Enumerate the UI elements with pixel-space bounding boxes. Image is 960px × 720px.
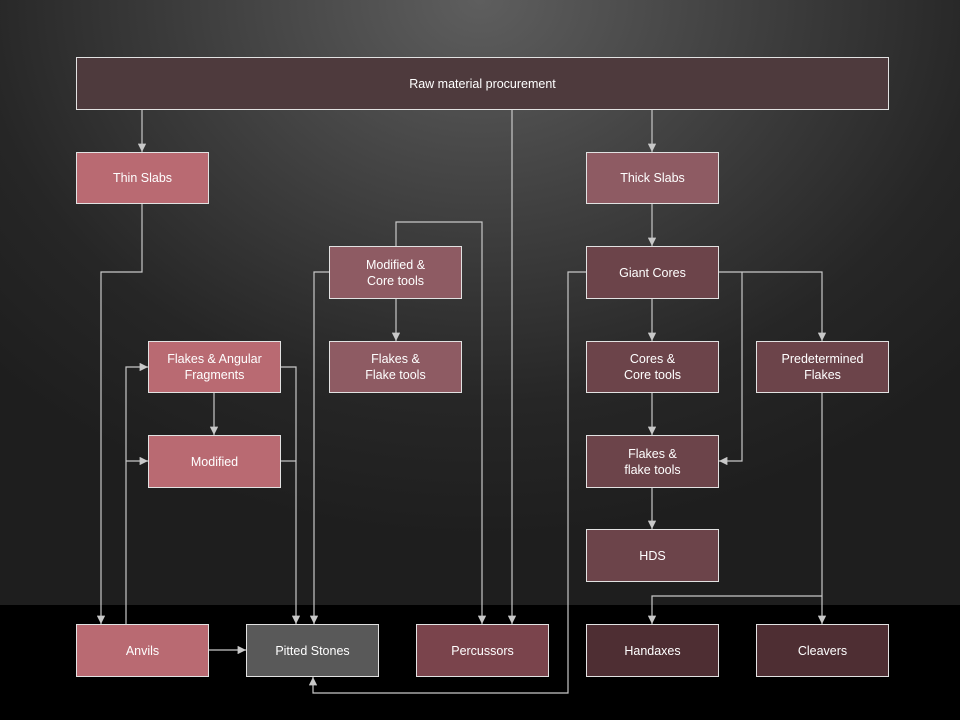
edge-modified-core-tools-pitted — [309, 271, 329, 624]
edge-modified-core-tools-percussors — [395, 221, 487, 624]
node-giant-cores: Giant Cores — [586, 246, 719, 299]
node-modified-core-tools: Modified & Core tools — [329, 246, 462, 299]
edge-giant-cores-pitted — [308, 271, 586, 694]
node-flakes-angular-fragments: Flakes & Angular Fragments — [148, 341, 281, 393]
node-pitted-stones: Pitted Stones — [246, 624, 379, 677]
edge-thin-slabs-anvils — [96, 204, 143, 624]
node-raw-material-procurement: Raw material procurement — [76, 57, 889, 110]
node-hds: HDS — [586, 529, 719, 582]
edge-anvils-flakes-angular — [125, 362, 148, 624]
node-modified: Modified — [148, 435, 281, 488]
edge-predetermined-handaxes — [647, 595, 822, 624]
node-flakes-flake-tools-left: Flakes & Flake tools — [329, 341, 462, 393]
node-percussors: Percussors — [416, 624, 549, 677]
node-thin-slabs: Thin Slabs — [76, 152, 209, 204]
edge-giant-cores-flake-tools — [719, 272, 743, 466]
node-handaxes: Handaxes — [586, 624, 719, 677]
node-predetermined-flakes: Predetermined Flakes — [756, 341, 889, 393]
node-cores-core-tools: Cores & Core tools — [586, 341, 719, 393]
edge-giant-cores-predetermined — [719, 271, 827, 341]
node-cleavers: Cleavers — [756, 624, 889, 677]
node-anvils: Anvils — [76, 624, 209, 677]
node-thick-slabs: Thick Slabs — [586, 152, 719, 204]
edge-flakes-angular-pitted — [281, 366, 301, 624]
node-flakes-flake-tools-right: Flakes & flake tools — [586, 435, 719, 488]
